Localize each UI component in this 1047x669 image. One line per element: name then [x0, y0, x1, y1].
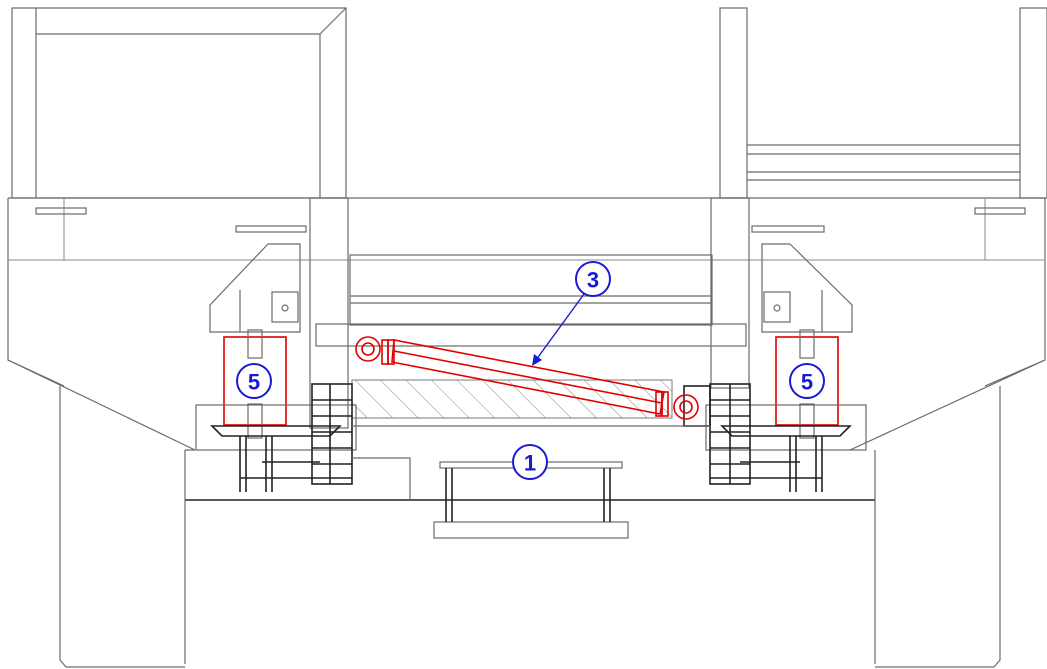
callout-left-support: 5 — [236, 363, 272, 399]
callout-cylinder-label: 3 — [587, 268, 599, 293]
callout-left-support-label: 5 — [248, 370, 260, 395]
center-housing — [315, 254, 747, 419]
lower-frame — [59, 386, 1001, 668]
callout-right-support-label: 5 — [801, 370, 813, 395]
hydraulic-cylinder — [355, 336, 699, 420]
right-support — [775, 329, 839, 439]
callout-cylinder: 3 — [575, 261, 611, 297]
left-support — [223, 329, 287, 439]
callout-base-frame: 1 — [512, 444, 548, 480]
callout-base-frame-label: 1 — [524, 451, 536, 476]
left-roller — [311, 383, 353, 485]
left-bracket — [209, 243, 301, 333]
upper-left-frame — [11, 7, 347, 199]
callout-right-support: 5 — [789, 363, 825, 399]
upper-right-frame — [719, 7, 1047, 199]
callout-3-leader — [532, 293, 585, 366]
right-bracket — [761, 243, 853, 333]
main-body — [7, 197, 1046, 451]
